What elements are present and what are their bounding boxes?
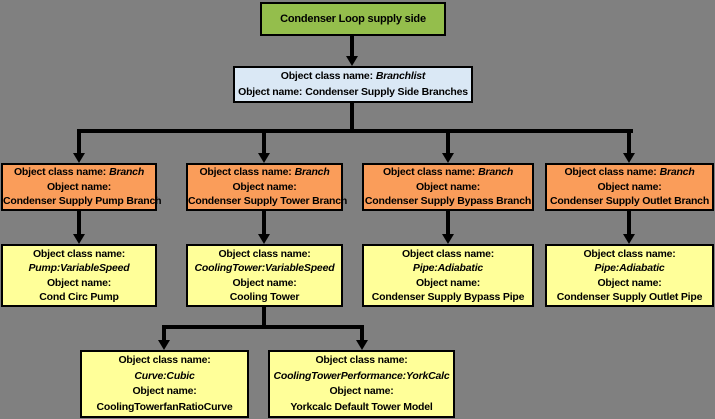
branch-class-name: Branch xyxy=(478,166,514,179)
object-class-label: Object class name: xyxy=(218,247,311,260)
node-branch-condenser-supply-bypass: Object class name:Branch Object name: Co… xyxy=(362,163,534,211)
component-class-name: Pipe:Adiabatic xyxy=(594,262,665,274)
component-class-name: Pipe:Adiabatic xyxy=(412,262,484,274)
object-class-label: Object class name: xyxy=(280,70,373,82)
connector-drop-yorkcalc xyxy=(360,325,364,340)
object-name-label: Object name: xyxy=(232,180,297,193)
connector-drop-yorkcalc-arrowhead xyxy=(356,340,368,350)
component-object-name: Condenser Supply Outlet Pipe xyxy=(556,291,703,303)
node-coolingtower-variablespeed: Object class name: CoolingTower:Variable… xyxy=(186,244,343,307)
object-name-label: Object name: xyxy=(415,276,481,289)
subcomponent-class-name: Curve:Cubic xyxy=(134,369,195,382)
node-pipe-adiabatic-bypass: Object class name: Pipe:Adiabatic Object… xyxy=(362,244,534,307)
object-name-label: Object name: xyxy=(597,180,662,193)
component-object-name: Cond Circ Pump xyxy=(39,291,119,303)
node-branch-condenser-supply-outlet: Object class name:Branch Object name: Co… xyxy=(545,163,714,211)
branch-class-name: Branch xyxy=(659,166,695,179)
object-name-label: Object name: xyxy=(232,276,297,289)
object-class-label: Object class name: xyxy=(32,247,126,260)
connector-branch4-component xyxy=(627,211,631,234)
object-class-label: Object class name: xyxy=(315,354,408,366)
connector-drop-curve xyxy=(162,325,166,340)
connector-drop-branch-1 xyxy=(77,129,81,153)
node-branchlist: Object class name:Branchlist Object name… xyxy=(233,66,473,103)
object-name-label: Object name: xyxy=(329,385,394,397)
connector-tower-vline xyxy=(262,307,266,329)
connector-branch1-component-arrowhead xyxy=(73,234,85,244)
connector-branch1-component xyxy=(77,211,81,234)
object-name-label: Object name: xyxy=(46,180,112,193)
root-title: Condenser Loop supply side xyxy=(280,12,426,25)
connector-branch3-component-arrowhead xyxy=(442,234,454,244)
connector-branch2-component xyxy=(262,211,266,234)
component-class-name: Pump:VariableSpeed xyxy=(28,262,130,274)
node-condenser-loop-supply-side: Condenser Loop supply side xyxy=(260,2,446,36)
branchlist-class-name: Branchlist xyxy=(375,70,426,82)
object-class-label: Object class name: xyxy=(118,354,211,366)
branch-object-name: Condenser Supply Outlet Branch xyxy=(549,195,710,208)
node-branch-condenser-supply-pump: Object class name:Branch Object name: Co… xyxy=(1,163,162,211)
connector-drop-branch-1-arrowhead xyxy=(73,153,85,163)
object-class-label: Object class name: xyxy=(382,166,476,179)
object-class-label: Object class name: xyxy=(583,247,676,260)
node-pump-variablespeed: Object class name: Pump:VariableSpeed Ob… xyxy=(1,244,157,307)
object-class-label: Object class name: xyxy=(564,166,657,179)
node-curve-cubic: Object class name: Curve:Cubic Object na… xyxy=(80,350,249,418)
branch-object-name: Condenser Supply Bypass Branch xyxy=(364,195,532,208)
object-name-label: Object name: xyxy=(132,385,197,397)
subcomponent-object-name: Yorkcalc Default Tower Model xyxy=(290,400,433,413)
connector-root-vline xyxy=(350,36,354,56)
connector-drop-curve-arrowhead xyxy=(158,340,170,350)
object-class-label: Object class name: xyxy=(401,247,495,260)
connector-drop-branch-4-arrowhead xyxy=(623,153,635,163)
component-class-name: CoolingTower:VariableSpeed xyxy=(194,262,335,274)
connector-drop-branch-2-arrowhead xyxy=(258,153,270,163)
branch-object-name: Condenser Supply Tower Branch xyxy=(188,195,348,208)
connector-drop-branch-2 xyxy=(262,129,266,153)
connector-root-arrowhead xyxy=(346,56,358,66)
subcomponent-class-name: CoolingTowerPerformance:YorkCalc xyxy=(273,369,450,382)
branch-class-name: Branch xyxy=(294,166,330,179)
object-name-label: Object name: xyxy=(597,276,662,289)
object-class-label: Object class name: xyxy=(13,166,107,179)
connector-branch4-component-arrowhead xyxy=(623,234,635,244)
connector-drop-branch-4 xyxy=(627,129,631,153)
connector-branch2-component-arrowhead xyxy=(258,234,270,244)
object-name-label: Object name: xyxy=(46,276,112,289)
node-branch-condenser-supply-tower: Object class name:Branch Object name: Co… xyxy=(186,163,348,211)
connector-branchlist-vline xyxy=(350,103,354,131)
branchlist-object-name: Condenser Supply Side Branches xyxy=(305,85,468,98)
object-class-label: Object class name: xyxy=(199,166,292,179)
subcomponent-object-name: CoolingTowerfanRatioCurve xyxy=(96,400,233,413)
component-object-name: Condenser Supply Bypass Pipe xyxy=(371,291,525,303)
connector-bus-level1 xyxy=(77,129,633,133)
object-name-label: Object name: xyxy=(415,180,481,193)
branch-object-name: Condenser Supply Pump Branch xyxy=(3,195,162,208)
node-coolingtowerperformance-yorkcalc: Object class name: CoolingTowerPerforman… xyxy=(268,350,455,418)
node-pipe-adiabatic-outlet: Object class name: Pipe:Adiabatic Object… xyxy=(545,244,714,307)
connector-drop-branch-3 xyxy=(446,129,450,153)
connector-branch3-component xyxy=(446,211,450,234)
object-name-label: Object name: xyxy=(238,85,303,98)
branch-class-name: Branch xyxy=(109,166,145,179)
component-object-name: Cooling Tower xyxy=(229,291,300,303)
connector-bus-level2 xyxy=(162,325,364,329)
connector-drop-branch-3-arrowhead xyxy=(442,153,454,163)
